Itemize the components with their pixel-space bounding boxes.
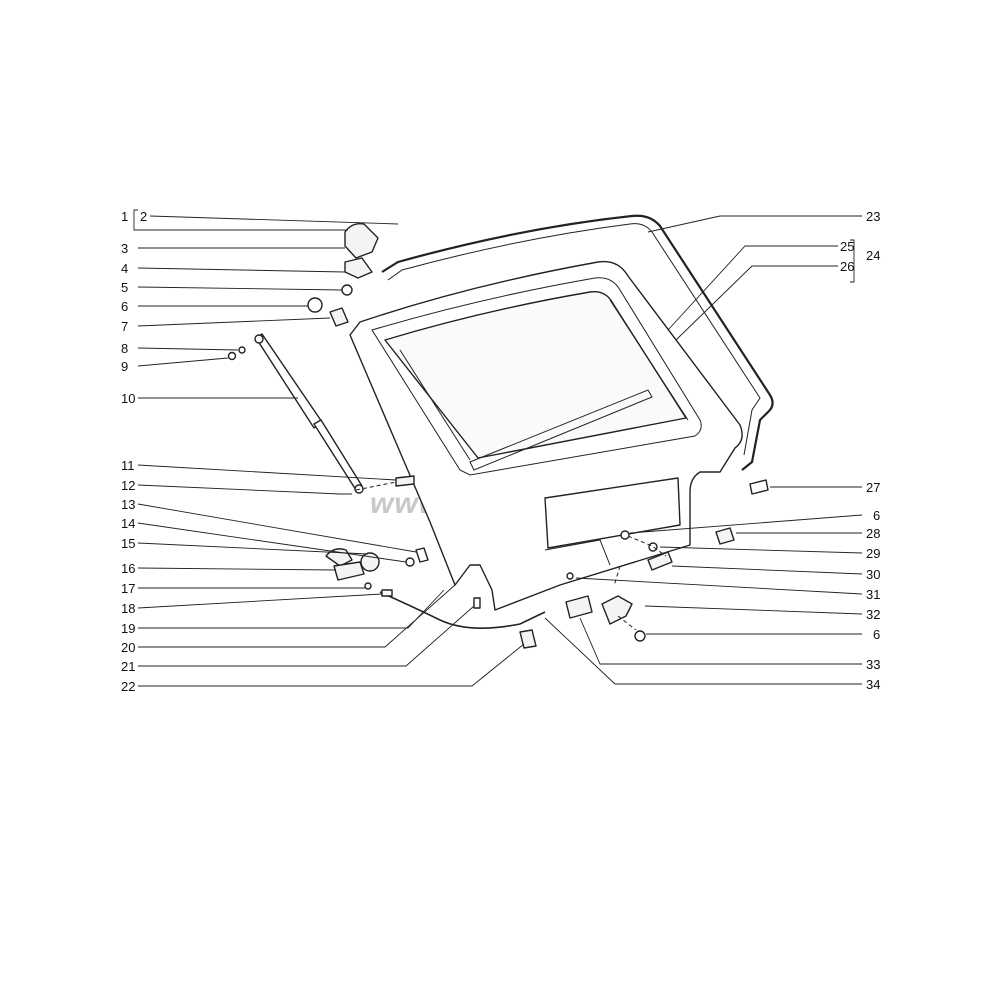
window-inner-line — [399, 299, 689, 461]
callout-16: 16 — [121, 561, 135, 576]
callout-10: 10 — [121, 391, 135, 406]
callout-3: 3 — [121, 241, 128, 256]
callout-33: 33 — [866, 657, 880, 672]
callout-14: 14 — [121, 516, 135, 531]
callout-21: 21 — [121, 659, 135, 674]
callout-6: 6 — [121, 299, 128, 314]
part-11-bracket — [395, 475, 415, 487]
part-30-handle — [647, 551, 673, 571]
leader-lines-left — [133, 209, 525, 687]
callout-22: 22 — [121, 679, 135, 694]
callout-29: 29 — [866, 546, 880, 561]
assembly-line-striker — [617, 615, 637, 631]
lower-recess — [544, 539, 611, 566]
part-28-buffer — [715, 527, 735, 545]
part-4-hinge-plate — [344, 257, 373, 279]
callout-26: 26 — [840, 259, 854, 274]
part-19-connector — [381, 589, 393, 597]
callout-9: 9 — [121, 359, 128, 374]
part-13-bolt — [415, 547, 429, 563]
callout-24: 24 — [866, 248, 880, 263]
callout-20: 20 — [121, 640, 135, 655]
part-6-nut-b — [620, 530, 630, 540]
assembly-line-latch — [613, 565, 621, 587]
callout-31: 31 — [866, 587, 880, 602]
labels-right: 23 25 24 26 27 6 28 29 30 31 32 6 33 34 — [840, 209, 880, 692]
callout-18: 18 — [121, 601, 135, 616]
part-6-nut — [307, 297, 323, 313]
leader-lines-right — [544, 215, 863, 685]
window-base-rail — [469, 389, 653, 471]
part-27-plug — [749, 479, 769, 495]
callout-6-right-a: 6 — [873, 508, 880, 523]
callout-34: 34 — [866, 677, 880, 692]
callout-27: 27 — [866, 480, 880, 495]
callout-2: 2 — [140, 209, 147, 224]
part-23-outer-seal — [381, 214, 774, 471]
part-6-nut-c — [634, 630, 646, 642]
part-16-latch — [333, 561, 365, 581]
callout-11: 11 — [121, 458, 135, 473]
callout-30: 30 — [866, 567, 880, 582]
license-plate-recess — [544, 477, 681, 549]
callout-25: 25 — [840, 239, 854, 254]
strut-end-top — [254, 334, 264, 344]
callout-8: 8 — [121, 341, 128, 356]
part-14-washer — [405, 557, 415, 567]
part-22-clamp — [519, 629, 537, 649]
callout-13: 13 — [121, 497, 135, 512]
assembly-line-handle — [627, 535, 667, 557]
labels-left: 1 2 3 4 5 6 7 8 9 10 11 12 13 14 15 16 1… — [121, 209, 147, 694]
part-18-cable — [379, 591, 546, 629]
part-10-gas-strut-rod — [313, 419, 363, 491]
part-31-screw — [566, 572, 574, 580]
part-26-window-glass — [384, 291, 687, 459]
part-3-hinge — [344, 222, 379, 259]
callout-7: 7 — [121, 319, 128, 334]
callout-23: 23 — [866, 209, 880, 224]
callout-6-right-b: 6 — [873, 627, 880, 642]
callout-19: 19 — [121, 621, 135, 636]
part-23-outer-seal-inner — [387, 223, 761, 456]
part-32-striker — [601, 595, 633, 625]
callout-1: 1 — [121, 209, 128, 224]
callout-5: 5 — [121, 280, 128, 295]
part-21-screw — [473, 597, 481, 609]
part-33-latch-plate — [565, 595, 593, 619]
part-8-washer — [238, 346, 246, 354]
part-7-bumper — [329, 307, 349, 327]
callout-4: 4 — [121, 261, 128, 276]
part-25-window-frame — [371, 277, 702, 476]
part-5-nut — [341, 284, 353, 296]
callout-32: 32 — [866, 607, 880, 622]
callout-28: 28 — [866, 526, 880, 541]
callout-15: 15 — [121, 536, 135, 551]
callout-17: 17 — [121, 581, 135, 596]
part-10-gas-strut — [255, 333, 323, 429]
part-29-washer — [648, 542, 658, 552]
part-9-nut — [227, 351, 237, 361]
part-17-clip — [364, 582, 372, 590]
callout-12: 12 — [121, 478, 135, 493]
